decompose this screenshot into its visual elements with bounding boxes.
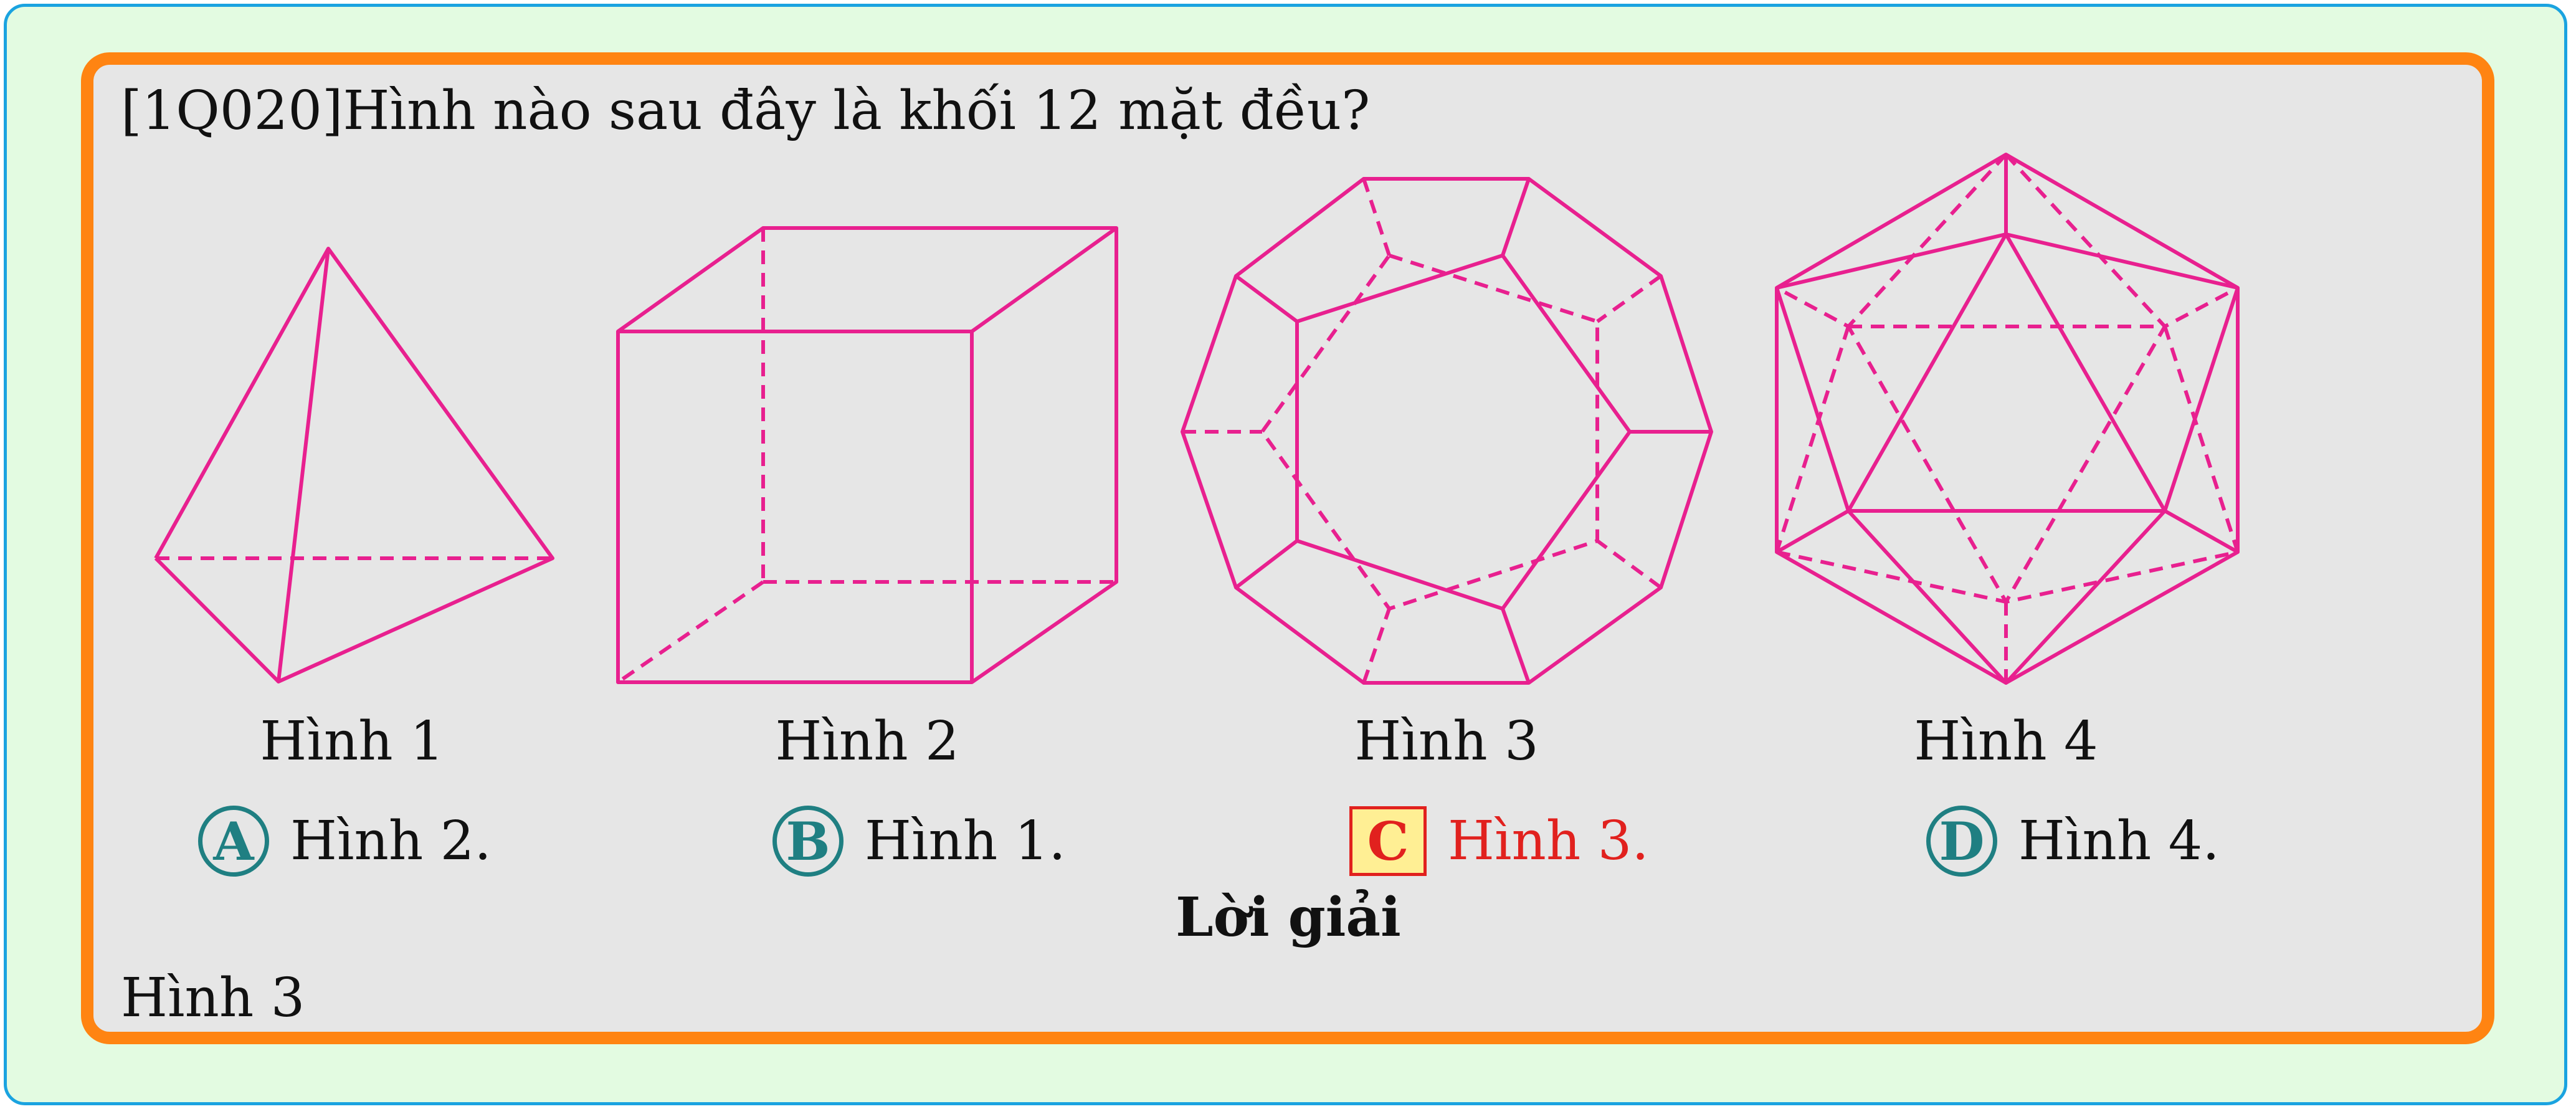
question-text: [1Q020]Hình nào sau đây là khối 12 mặt đ… [121, 80, 1371, 142]
option-b[interactable]: B Hình 1. [772, 804, 1066, 878]
figure-1-tetrahedron [154, 247, 554, 683]
solution-answer: Hình 3 [121, 967, 305, 1029]
figure-3-caption: Hình 3 [1354, 710, 1539, 773]
option-d[interactable]: D Hình 4. [1926, 804, 2220, 878]
solution-title: Lời giải [1176, 886, 1401, 949]
option-d-badge: D [1926, 806, 1997, 877]
option-b-text: Hình 1. [865, 810, 1066, 872]
option-c-badge: C [1349, 806, 1427, 876]
option-a[interactable]: A Hình 2. [198, 804, 492, 878]
option-b-badge: B [772, 806, 844, 877]
figure-4-icosahedron [1775, 153, 2240, 685]
figure-4-caption: Hình 4 [1914, 710, 2098, 773]
option-d-text: Hình 4. [2018, 810, 2220, 872]
figure-2-caption: Hình 2 [775, 710, 959, 773]
figure-3-dodecahedron [1181, 177, 1713, 685]
figure-2-cube [616, 226, 1118, 684]
option-c-text: Hình 3. [1448, 810, 1649, 872]
option-a-text: Hình 2. [290, 810, 492, 872]
figure-1-caption: Hình 1 [260, 710, 444, 773]
option-c[interactable]: C Hình 3. [1349, 804, 1649, 878]
option-a-badge: A [198, 806, 269, 877]
